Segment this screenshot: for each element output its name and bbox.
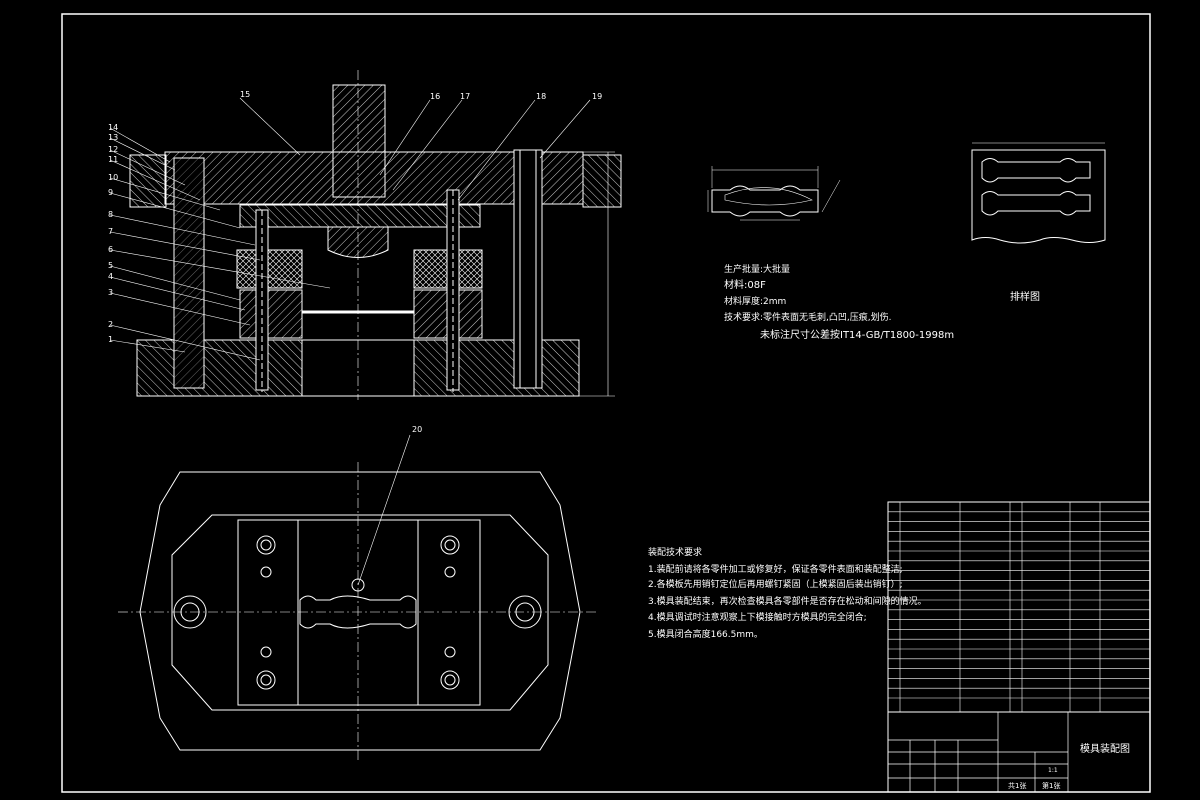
- part-label-1: 1: [108, 335, 113, 344]
- part-label-20: 20: [412, 425, 422, 434]
- part-label-3: 3: [108, 288, 113, 297]
- assembly-item-3: 3.模具装配结束，再次检查模具各零部件是否存在松动和间隙的情况。: [648, 595, 927, 607]
- assembly-item-4: 4.模具调试时注意观察上下模接触时方模具的完全闭合;: [648, 611, 867, 623]
- rubber-pad-left: [236, 249, 303, 289]
- sheet-total: 共1张: [1008, 781, 1026, 790]
- part-label-19: 19: [592, 92, 602, 101]
- drawing-frame: [61, 13, 1151, 793]
- part-label-6: 6: [108, 245, 113, 254]
- part-label-14: 14: [108, 123, 118, 132]
- leader-lines: [109, 97, 591, 361]
- drawing-title: 模具装配图: [1080, 742, 1130, 755]
- plan-view: [118, 434, 598, 760]
- note-tech: 技术要求:零件表面无毛刺,凸凹,压痕,划伤.: [724, 311, 891, 323]
- part-label-12: 12: [108, 145, 118, 154]
- bill-of-materials: [887, 501, 1151, 713]
- part-label-7: 7: [108, 227, 113, 236]
- part-label-8: 8: [108, 210, 113, 219]
- part-label-5: 5: [108, 261, 113, 270]
- note-batch: 生产批量:大批量: [724, 263, 790, 275]
- assembly-title: 装配技术要求: [648, 546, 702, 558]
- part-label-4: 4: [108, 272, 113, 281]
- scale-value: 1:1: [1048, 767, 1058, 774]
- note-tolerance: 未标注尺寸公差按IT14-GB/T1800-1998m: [760, 328, 954, 341]
- part-label-2: 2: [108, 320, 113, 329]
- blank-outline: [299, 595, 417, 629]
- assembly-item-2: 2.各模板先用销钉定位后再用螺钉紧固（上模紧固后装出销钉）;: [648, 578, 903, 590]
- part-label-9: 9: [108, 188, 113, 197]
- die-set-outline: [139, 471, 581, 751]
- part-label-11: 11: [108, 155, 118, 164]
- assembly-item-1: 1.装配前请将各零件加工或修复好，保证各零件表面和装配整洁;: [648, 563, 903, 575]
- die-block-left: [239, 289, 303, 339]
- note-material: 材料:08F: [724, 278, 766, 291]
- note-thickness: 材料厚度:2mm: [724, 295, 786, 307]
- guide-post-right: [513, 149, 543, 389]
- punch-plate: [239, 204, 481, 228]
- production-notes: 生产批量:大批量 材料:08F 材料厚度:2mm 技术要求:零件表面无毛刺,凸凹…: [724, 263, 1040, 341]
- part-label-17: 17: [460, 92, 470, 101]
- part-label-16: 16: [430, 92, 440, 101]
- title-block: [887, 711, 1151, 793]
- part-label-10: 10: [108, 173, 118, 182]
- blank-layout-label: 排样图: [1010, 290, 1040, 303]
- section-view: [109, 70, 622, 400]
- assembly-requirements: 装配技术要求 1.装配前请将各零件加工或修复好，保证各零件表面和装配整洁; 2.…: [648, 546, 927, 640]
- part-label-13: 13: [108, 133, 118, 142]
- sheet-number: 第1张: [1042, 781, 1060, 790]
- part-label-15: 15: [240, 90, 250, 99]
- assembly-item-5: 5.模具闭合高度166.5mm。: [648, 628, 763, 640]
- part-number-labels: 14 13 12 11 10 9 8 7 6 5 4 3 2 1 15 16 1…: [108, 90, 602, 434]
- part-label-18: 18: [536, 92, 546, 101]
- part-detail-view: [707, 166, 841, 221]
- blank-layout-view: [971, 142, 1106, 244]
